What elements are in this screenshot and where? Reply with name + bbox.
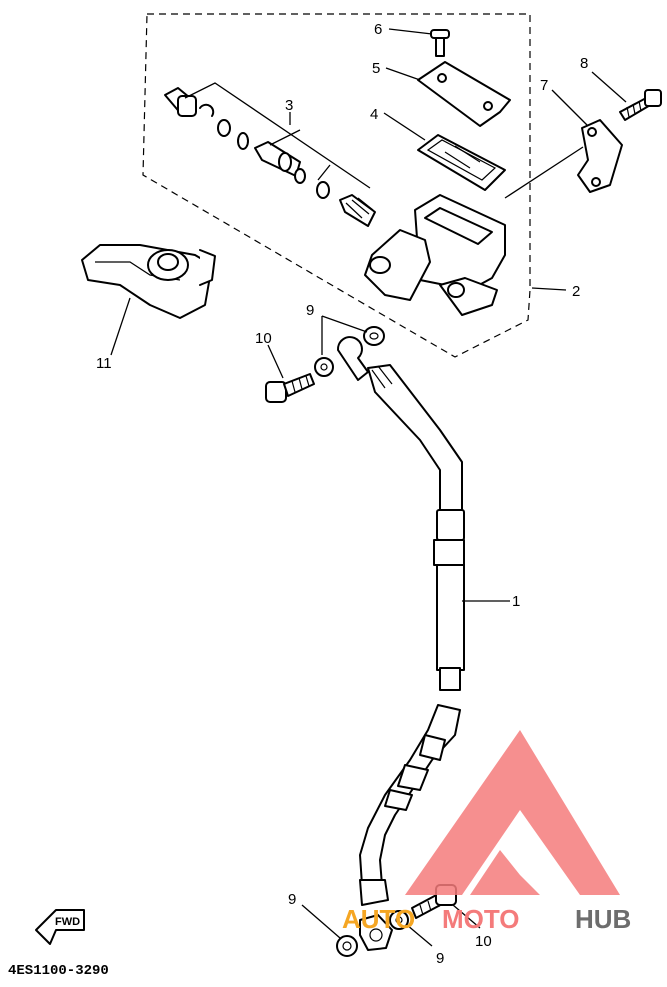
part-6-screw xyxy=(430,29,450,57)
leader-lines xyxy=(110,28,627,947)
watermark-logo: AUTO MOTO HUB xyxy=(342,730,631,934)
part-9-washers-upper xyxy=(314,326,385,377)
callout-11: 11 xyxy=(96,355,112,372)
watermark-triangle xyxy=(405,730,620,895)
part-7-clamp xyxy=(577,119,623,193)
assembly-boundary xyxy=(142,13,531,358)
callout-3: 3 xyxy=(285,97,293,114)
callout-10-lower: 10 xyxy=(475,933,492,950)
drawing-code: 4ES1100-3290 xyxy=(8,963,109,979)
callout-6: 6 xyxy=(374,21,382,38)
part-8-bolt xyxy=(619,89,662,121)
callout-9-lower-left: 9 xyxy=(288,891,296,908)
part-5-cap xyxy=(417,61,511,127)
part-4-diaphragm xyxy=(417,134,506,191)
callout-2: 2 xyxy=(572,283,580,300)
callout-5: 5 xyxy=(372,60,380,77)
callout-4: 4 xyxy=(370,106,378,123)
callout-1: 1 xyxy=(512,593,520,610)
callout-9-lower-right: 9 xyxy=(436,950,444,967)
callout-10-upper: 10 xyxy=(255,330,272,347)
watermark-brand-moto: MOTO xyxy=(442,904,520,934)
watermark-brand-auto: AUTO xyxy=(342,904,415,934)
part-1-brake-hose xyxy=(336,336,465,951)
callout-9-upper: 9 xyxy=(306,302,314,319)
part-11-cover xyxy=(81,244,216,319)
part-2-master-cylinder xyxy=(364,194,506,316)
part-9-washers-lower xyxy=(336,910,409,957)
callout-8: 8 xyxy=(580,55,588,72)
callout-7: 7 xyxy=(540,77,548,94)
watermark-brand-hub: HUB xyxy=(575,904,631,934)
fwd-arrow: FWD xyxy=(35,909,85,945)
part-10-bolt-upper xyxy=(265,373,315,403)
part-3-piston-kit xyxy=(164,82,376,227)
fwd-label: FWD xyxy=(55,916,80,928)
